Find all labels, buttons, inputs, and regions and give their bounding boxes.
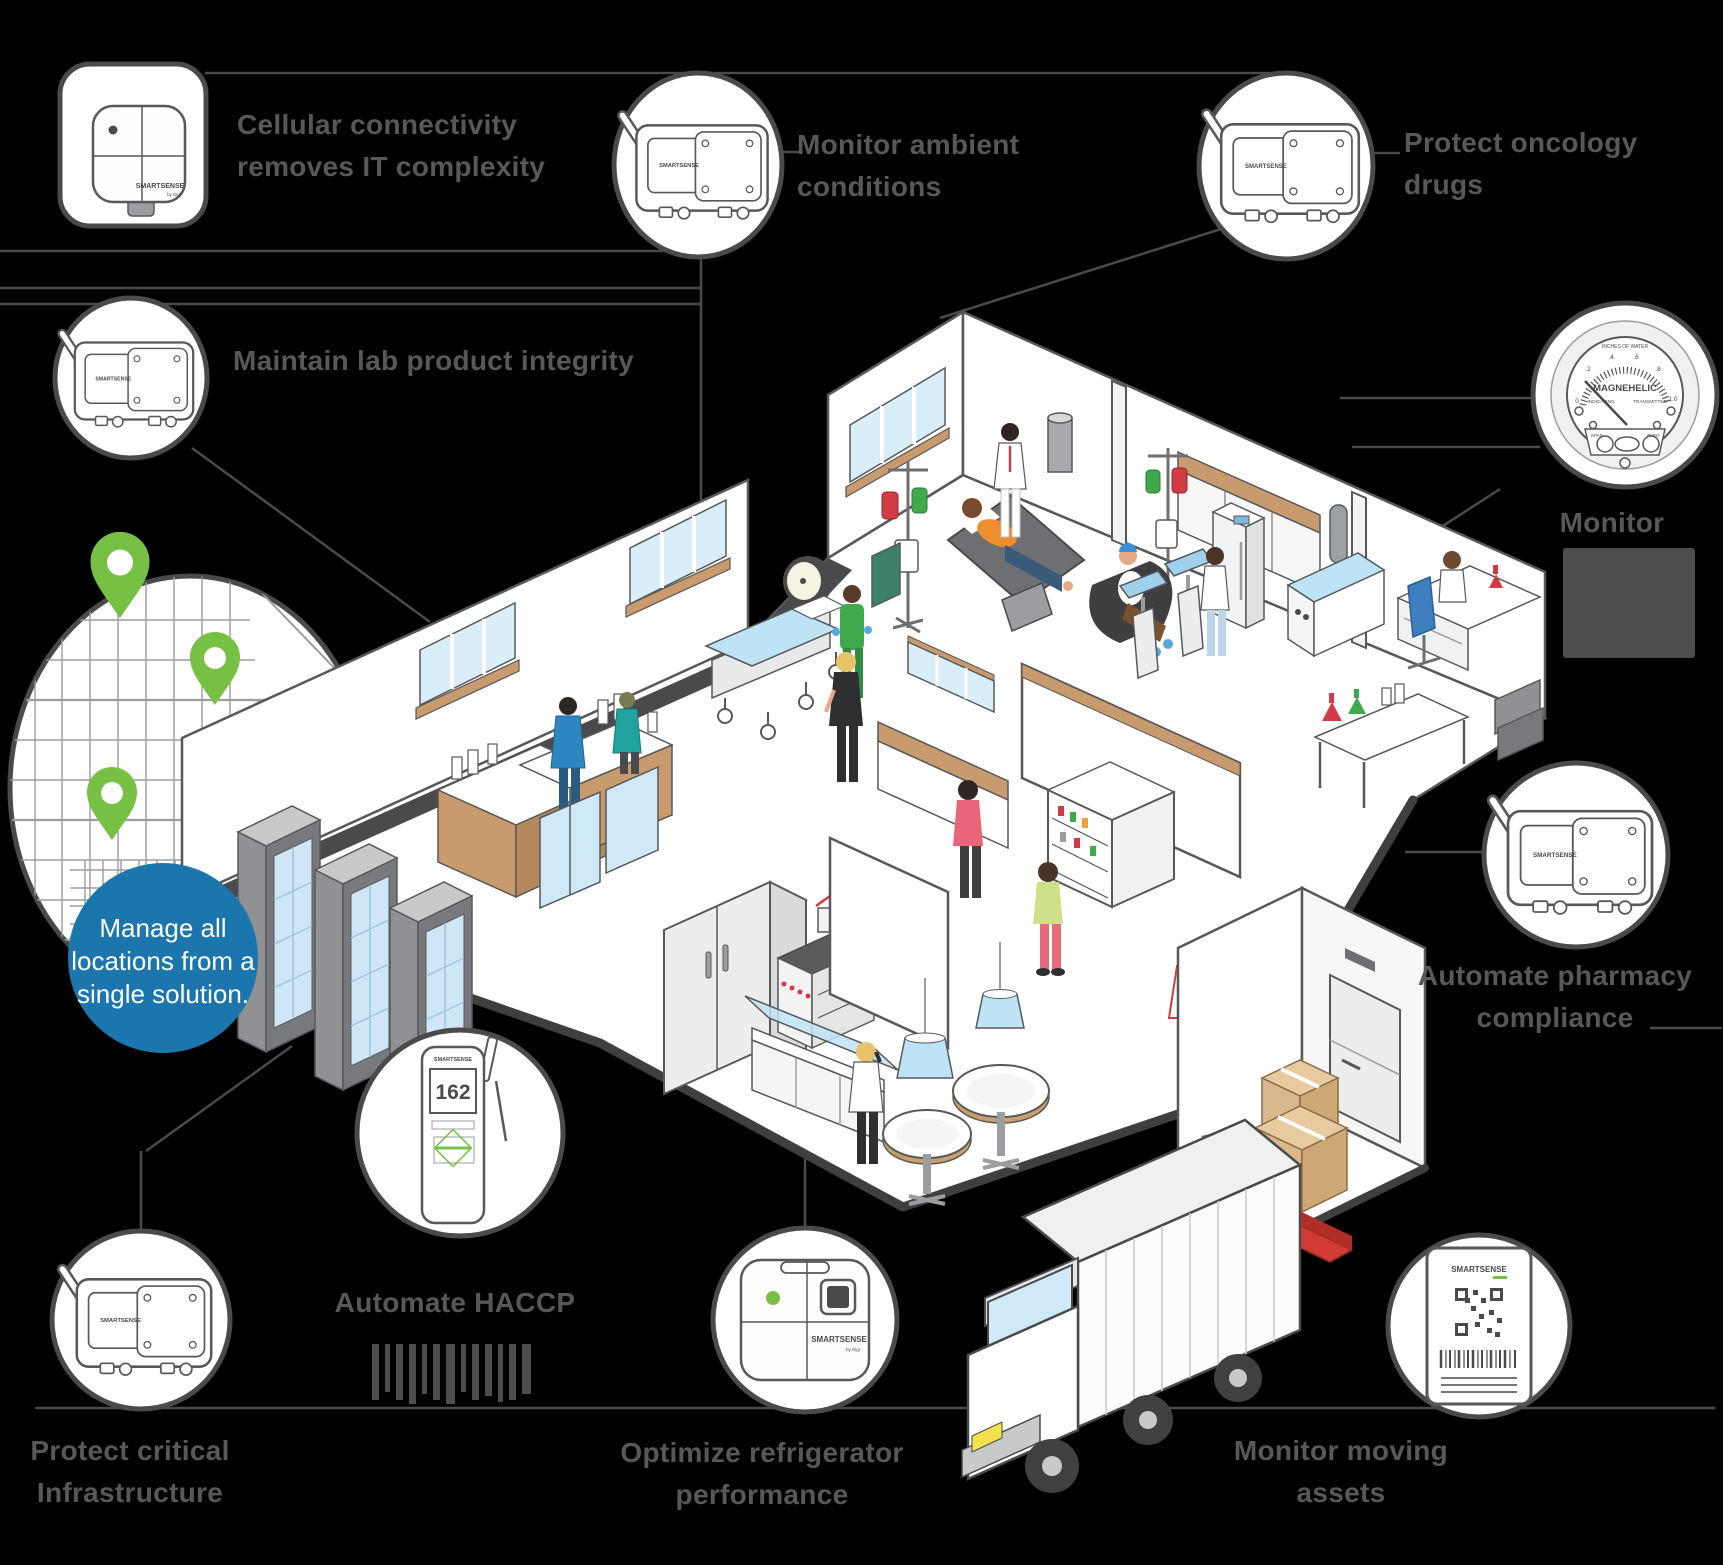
lab-desk	[1396, 551, 1542, 672]
fridge-sensor-icon: SMARTSENSE by Digi	[739, 1258, 871, 1382]
svg-text:SMARTSENSE: SMARTSENSE	[136, 183, 185, 190]
svg-text:INDICATING: INDICATING	[1587, 399, 1615, 405]
svg-text:.8: .8	[1655, 366, 1661, 373]
asset-tag-callout: SMARTSENSE	[1385, 1232, 1573, 1420]
wall-clock	[783, 556, 833, 606]
obscured-text-stripes	[372, 1344, 537, 1404]
callout-label-oncology: Protect oncology drugs	[1404, 127, 1638, 200]
callout-label-critical: Protect critical Infrastructure	[30, 1435, 230, 1508]
handheld-probe-icon: SMARTSENSE 162	[420, 1036, 508, 1225]
svg-text:MAGNEHELIC: MAGNEHELIC	[1593, 383, 1657, 394]
svg-text:SMARTSENSE: SMARTSENSE	[811, 1335, 867, 1344]
oncology-sensor-callout	[1196, 70, 1376, 262]
cellular-gateway-icon: SMARTSENSE by Digi	[91, 104, 187, 217]
svg-text:.6: .6	[1633, 354, 1639, 361]
iv-stand-2	[1145, 448, 1188, 602]
lab-glass-doors	[539, 765, 659, 910]
gauge-scale-ticks	[1579, 366, 1671, 406]
svg-text:SMARTSENSE: SMARTSENSE	[1451, 1265, 1507, 1274]
haccp-probe-callout: SMARTSENSE 162	[354, 1027, 566, 1239]
svg-text:SPAN: SPAN	[1591, 433, 1604, 439]
man-on-phone	[848, 1042, 884, 1164]
critical-sensor-callout	[49, 1228, 233, 1412]
refrigerator-sensor-callout: SMARTSENSE by Digi	[710, 1225, 900, 1415]
obscured-text-block	[1563, 548, 1695, 658]
callout-label-lab: Maintain lab product integrity	[233, 345, 635, 376]
callout-label-assets: Monitor moving assets	[1233, 1435, 1449, 1508]
asset-tag-icon: SMARTSENSE	[1425, 1246, 1533, 1406]
gauge-needle	[1584, 380, 1628, 426]
air-purifier	[1047, 412, 1073, 473]
pendant-lamps	[896, 942, 1025, 1079]
delivery-truck	[961, 1118, 1303, 1493]
kitchen-partition-wall	[828, 836, 950, 1050]
callout-label-pharmacy: Automate pharmacy compliance	[1417, 960, 1693, 1033]
lab-tech-teal	[612, 692, 642, 774]
nurse	[993, 423, 1027, 538]
wall-monitor	[871, 541, 901, 609]
lab-bench	[1313, 683, 1470, 808]
callout-label-pressure: Monitor	[1559, 507, 1665, 538]
callout-label-ambient: Monitor ambient conditions	[797, 129, 1020, 202]
manage-locations-badge	[68, 863, 258, 1053]
callout-label-haccp: Automate HACCP	[334, 1287, 576, 1318]
svg-text:INCHES OF WATER: INCHES OF WATER	[1602, 344, 1649, 350]
facility-illustration	[175, 309, 1548, 1493]
svg-text:by Digi: by Digi	[167, 192, 181, 197]
callout-label-cellular: Cellular connectivity removes IT complex…	[237, 109, 546, 182]
gateway-callout: SMARTSENSE by Digi	[57, 61, 209, 229]
svg-text:by Digi: by Digi	[846, 1347, 860, 1352]
pharmacy-sensor-callout	[1481, 760, 1671, 950]
visitor-green-top	[1033, 862, 1065, 976]
visitor-pink-top	[953, 780, 983, 898]
svg-text:TRANSMITTER: TRANSMITTER	[1633, 399, 1668, 405]
ambient-sensor-callout	[611, 70, 785, 260]
kiosk-stations	[1118, 548, 1214, 680]
pressure-gauge-callout: INCHES OF WATER 0 .2 .4 .6 .8 1.0 MAGNEH…	[1530, 300, 1720, 490]
probe-reading: 162	[435, 1081, 470, 1104]
lab-sensor-callout	[52, 295, 210, 461]
qr-code	[1455, 1288, 1503, 1337]
visitor-blonde-suit	[824, 652, 863, 782]
pharmacy-wall	[1020, 662, 1242, 879]
gurney	[704, 595, 846, 740]
pharmacy-shelving	[1046, 761, 1176, 909]
cafe-tables	[882, 1064, 1050, 1206]
svg-text:.4: .4	[1608, 354, 1614, 361]
storage-cabinet-2	[1497, 706, 1544, 762]
manage-locations-text: Manage all locations from a single solut…	[71, 913, 255, 1009]
svg-text:0: 0	[1575, 398, 1579, 405]
fume-hood	[1286, 504, 1386, 658]
dock-door	[1329, 973, 1401, 1144]
callout-label-refrigerator: Optimize refrigerator performance	[620, 1437, 904, 1510]
pharmacist	[1200, 547, 1230, 656]
svg-text:.2: .2	[1585, 366, 1591, 373]
svg-text:1.0: 1.0	[1668, 396, 1677, 403]
svg-text:SMARTSENSE: SMARTSENSE	[434, 1057, 473, 1063]
barcode	[1439, 1350, 1516, 1368]
room-divider-wall	[1111, 379, 1127, 548]
patient-infusion	[962, 498, 1073, 592]
